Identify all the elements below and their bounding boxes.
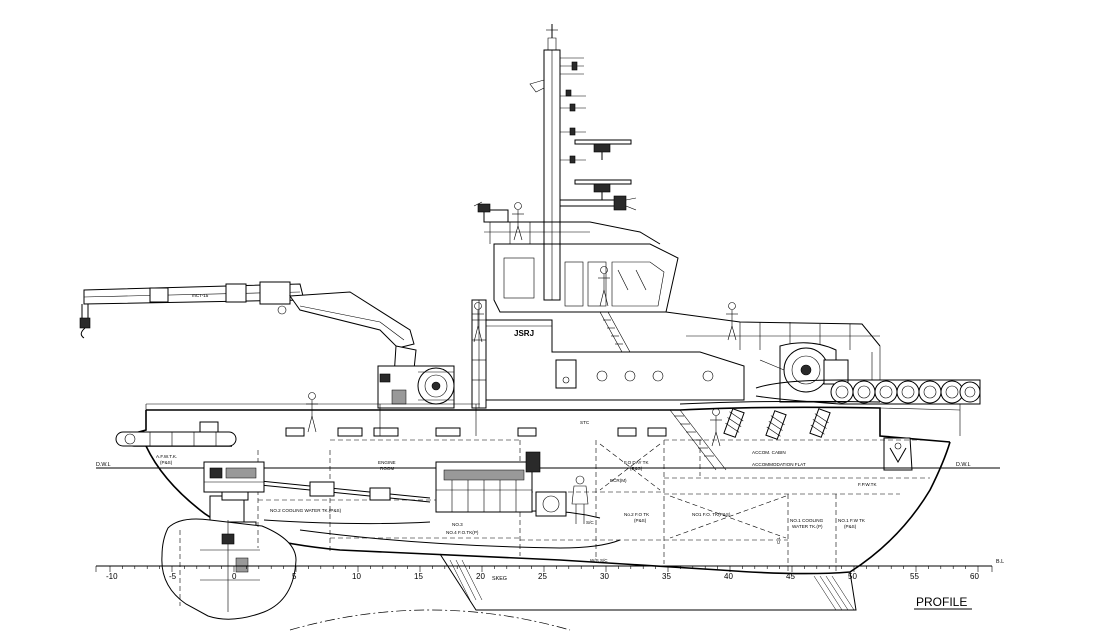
- porthole-icon: [596, 370, 608, 382]
- mast-lights: [560, 57, 586, 164]
- compartment-no1-fw-side: (P&S): [844, 524, 857, 529]
- frame-tick-label: 35: [662, 572, 671, 581]
- compartment-sc: S/C: [586, 520, 594, 525]
- frame-tick-label: 40: [724, 572, 733, 581]
- frame-tick-label: 60: [970, 572, 979, 581]
- main-engine-fwd: [435, 451, 567, 517]
- porthole-icon: [652, 370, 664, 382]
- deckhouse: JSRJ: [471, 299, 745, 409]
- compartment-no2-fo-side: (P&S): [634, 518, 647, 523]
- crane-base-machinery: [377, 365, 455, 409]
- skeg-label: SKEG: [492, 576, 507, 582]
- radar-scanner-upper: [574, 139, 632, 160]
- flag-icon: [529, 79, 545, 93]
- person-icon: [571, 475, 589, 524]
- baseline-label: B.L: [996, 559, 1004, 565]
- person-icon: [598, 266, 610, 307]
- door: [555, 359, 577, 389]
- skeg: SKEG: [439, 553, 857, 611]
- compartment-af-wtk-side: (P&S): [160, 460, 173, 465]
- centerline-mark: C.L: [776, 536, 781, 544]
- compartment-no1-cooling: NO.1 COOLING: [790, 518, 824, 523]
- frame-scale: [95, 565, 993, 572]
- compartment-no1-fo: NO1 F.O. TK(P&S): [692, 512, 731, 517]
- compartment-fo-tk3: NO.3: [452, 522, 463, 527]
- searchlight-platform: [473, 201, 509, 223]
- compartment-accom-cabin: ACCOM. CABIN: [752, 450, 786, 455]
- main-engine-aft: [203, 461, 265, 501]
- frame-tick-label: -10: [106, 572, 118, 581]
- mast-platform: [559, 195, 637, 211]
- frame-tick-label: 50: [848, 572, 857, 581]
- porthole-icon: [624, 370, 636, 382]
- person-icon: [512, 202, 524, 241]
- compartment-fo-tk4: NO.4 F.O.TK(P): [446, 530, 479, 535]
- stern-fender: [115, 431, 237, 447]
- anchor-icon: [883, 437, 913, 471]
- compartment-fo-day-tk-side: (P&S): [630, 466, 643, 471]
- frame-tick-label: 25: [538, 572, 547, 581]
- frame-tick-label: 5: [292, 572, 297, 581]
- azimuth-thruster: [161, 495, 571, 631]
- compartment-no2-fo: No.2 F.O TK: [624, 512, 650, 517]
- hull: [115, 400, 961, 575]
- crane-marking: mCT-15: [192, 293, 209, 298]
- compartment-accom-flat: ACCOMMODATION FLAT: [752, 462, 806, 467]
- wheelhouse: [484, 221, 881, 353]
- waterline-label-left: D.W.L: [96, 462, 111, 468]
- crew-figures: [306, 202, 738, 524]
- crane-hook-icon: [80, 327, 86, 339]
- compartment-engine-room-2: ROOM: [380, 466, 394, 471]
- compartment-fo-day-tk: F.O DAY TK: [624, 460, 649, 465]
- frame-tick-label: -5: [169, 572, 177, 581]
- person-icon: [710, 408, 722, 447]
- radar-scanner-lower: [574, 179, 632, 200]
- frame-tick-label: 55: [910, 572, 919, 581]
- compartment-stc: STC: [580, 420, 590, 425]
- mast: [529, 24, 637, 301]
- compartment-ws: W/S S/C: [590, 558, 608, 563]
- person-icon: [472, 302, 484, 343]
- tyre-fenders: [755, 346, 981, 405]
- porthole-icon: [702, 370, 714, 382]
- compartments: [96, 404, 1000, 572]
- compartment-fp-wtk: F.P.W.TK: [858, 482, 877, 487]
- compartment-no1-cooling-2: WATER TK.(P): [792, 524, 823, 529]
- view-title: PROFILE: [916, 595, 967, 609]
- person-icon: [306, 392, 318, 433]
- vessel-mark: JSRJ: [514, 329, 534, 338]
- frame-tick-label: 0: [232, 572, 237, 581]
- waterline-label-right: D.W.L: [956, 462, 971, 468]
- frame-tick-label: 20: [476, 572, 485, 581]
- compartment-af-wtk: A.F.W.T.K.: [156, 454, 177, 459]
- compartment-no1-fw: NO.1 F.W TK: [838, 518, 866, 523]
- frame-tick-label: 45: [786, 572, 795, 581]
- frame-tick-label: 30: [600, 572, 609, 581]
- compartment-ecr: ECR(M): [610, 478, 627, 483]
- hose-coils: [723, 408, 831, 440]
- frame-tick-label: 10: [352, 572, 361, 581]
- person-icon: [726, 302, 738, 341]
- compartment-cooling-water: NO.2 COOLING WATER TK.(P&S): [270, 508, 342, 513]
- frame-tick-label: 15: [414, 572, 423, 581]
- knuckle-boom-crane: mCT-15: [79, 281, 455, 409]
- compartment-engine-room: ENGINE: [378, 460, 396, 465]
- labels: D.W.L D.W.L B.L A.F.W.T.K. (P&S) ENGINE …: [96, 420, 1004, 610]
